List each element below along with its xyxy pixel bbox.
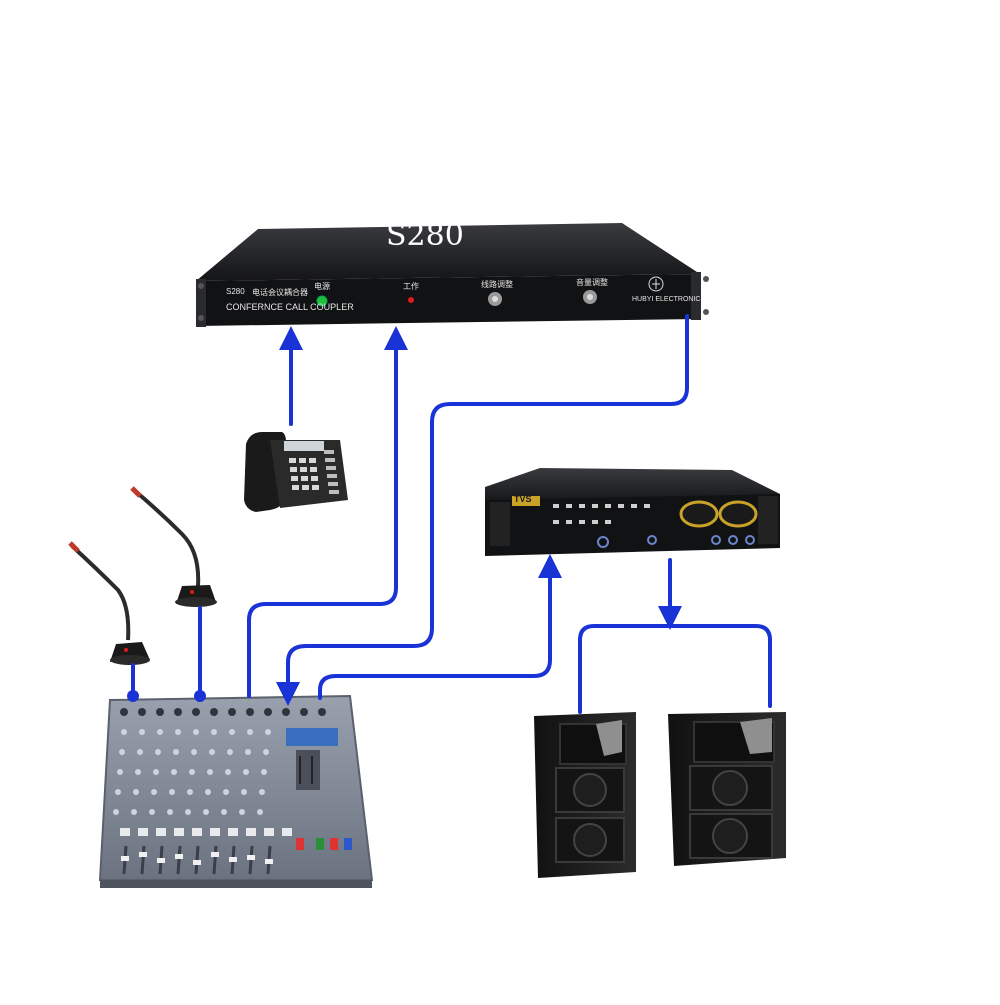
volume-adjust-knob xyxy=(583,290,597,304)
line-adjust-knob xyxy=(488,292,502,306)
amplifier-brand: TVS xyxy=(514,494,532,504)
telephone-icon xyxy=(244,432,348,512)
conference-call-coupler xyxy=(196,223,709,327)
cable-connections xyxy=(131,314,772,714)
cable-coupler-to-mixer xyxy=(276,314,689,706)
speaker-icon xyxy=(668,712,786,866)
coupler-brand: HUBYI ELECTRONIC xyxy=(632,296,701,303)
gooseneck-microphone-icon xyxy=(68,541,150,665)
coupler-model-title: S280 xyxy=(386,218,464,253)
coupler-name-cn: 电话会议耦合器 xyxy=(252,288,308,297)
hubyi-logo xyxy=(648,276,664,292)
coupler-model-small: S280 xyxy=(226,287,245,296)
power-led-label: 电源 xyxy=(314,282,330,291)
cable-amplifier-to-speakers xyxy=(578,624,772,714)
line-adjust-label: 线路调整 xyxy=(481,280,513,289)
work-led xyxy=(408,297,414,303)
speaker-icon xyxy=(534,712,636,878)
coupler-subtitle: CONFERNCE CALL COUPLER xyxy=(226,302,354,312)
cable-endpoints xyxy=(127,690,206,702)
audio-mixer-icon xyxy=(98,694,374,888)
cable-mixer-to-amplifier xyxy=(318,554,562,700)
volume-adjust-label: 音量调整 xyxy=(576,278,608,287)
work-led-label: 工作 xyxy=(403,282,419,291)
power-led xyxy=(316,295,328,307)
cable-mixer-to-coupler xyxy=(247,326,408,698)
power-amplifier-icon xyxy=(485,468,780,556)
gooseneck-microphone-icon xyxy=(130,486,217,607)
